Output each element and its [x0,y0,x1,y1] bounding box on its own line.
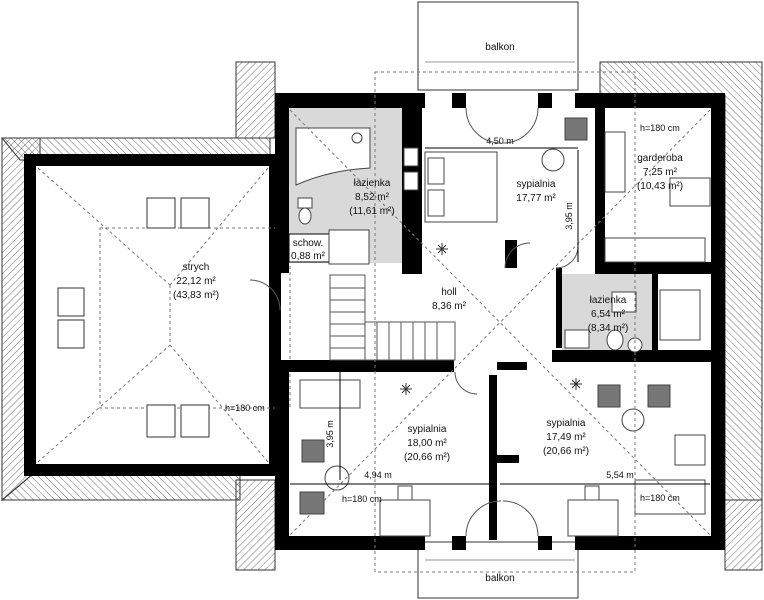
dimension-395-top: 3,95 m [564,202,574,230]
bathroom2-name: łazienka [590,295,627,306]
stairs [329,274,456,361]
hall-area: 8,36 m² [432,301,467,312]
storage-floor [288,233,330,263]
bedroom1-labels: sypialnia 17,77 m² [516,179,556,204]
height-note-bedroom3: h=180 cm [640,493,680,503]
bathroom2-area2: (8,34 m²) [588,323,629,334]
attic-labels: strych 22,12 m² (43,83 m²) [173,262,219,301]
hall-name: holl [441,287,457,298]
height-note-wardrobe: h=180 cm [640,123,680,133]
bathroom1-name: łazienka [354,178,391,189]
wardrobe-area: 7,25 m² [643,167,678,178]
ridge-lines [289,71,711,573]
bathroom2-labels: łazienka 6,54 m² (8,34 m²) [588,295,629,334]
dimension-395-bottom: 3,95 m [325,420,335,448]
wardrobe-labels: garderoba 7,25 m² (10,43 m²) [637,153,683,192]
bathroom2-area: 6,54 m² [591,309,626,320]
storage-labels: schow. 0,88 m² [291,238,326,262]
balcony-top-label: balkon [485,42,514,53]
bedroom3-area2: (20,66 m²) [543,446,589,457]
bedroom3-labels: sypialnia 17,49 m² (20,66 m²) [543,418,589,457]
plant-icons [400,243,582,395]
dimension-450: 4,50 m [486,136,514,146]
bedroom1-area: 17,77 m² [516,193,556,204]
bedroom2-area2: (20,66 m²) [404,452,450,463]
height-note-attic: h=180 cm [225,403,265,413]
door-swings [249,107,579,537]
dimension-554: 5,54 m [606,470,634,480]
wardrobe-area2: (10,43 m²) [637,181,683,192]
bedroom2-name: sypialnia [408,424,447,435]
attic-area2: (43,83 m²) [173,290,219,301]
attic-name: strych [183,262,210,273]
balcony-bottom-label: balkon [485,573,514,584]
bedroom2-labels: sypialnia 18,00 m² (20,66 m²) [404,424,450,463]
storage-area: 0,88 m² [291,251,326,262]
storage-name: schow. [293,238,324,249]
balcony-bottom [417,541,579,599]
bedroom3-name: sypialnia [547,418,586,429]
hall-labels: holl 8,36 m² [432,287,467,312]
balcony-labels: balkon balkon [485,42,514,584]
walls [275,93,725,550]
bedroom1-name: sypialnia [517,179,556,190]
bathroom1-labels: łazienka 8,52 m² (11,61 m²) [349,178,394,217]
bedroom2-area: 18,00 m² [407,438,447,449]
wardrobe-name: garderoba [637,153,683,164]
dimension-lines [290,147,710,485]
dimension-494: 4,94 m [364,470,392,480]
balcony-top [417,1,579,91]
fixtures [295,117,711,537]
height-note-bedroom2: h=180 cm [342,494,382,504]
attic-area: 22,12 m² [176,276,216,287]
attic-room [24,154,291,476]
bedroom3-area: 17,49 m² [546,432,586,443]
bathroom1-area: 8,52 m² [355,192,390,203]
bathroom1-area2: (11,61 m²) [349,206,394,217]
